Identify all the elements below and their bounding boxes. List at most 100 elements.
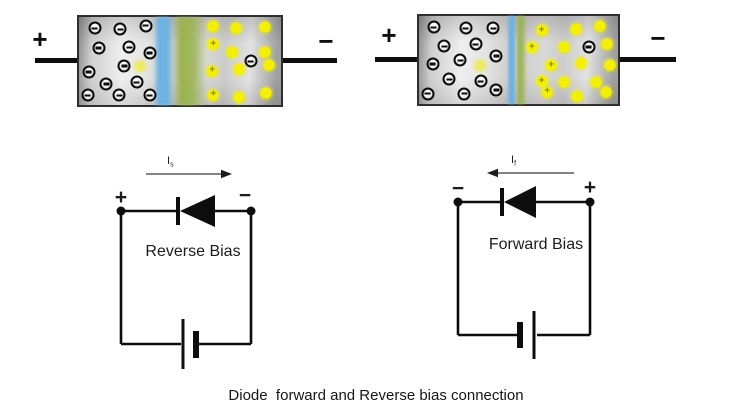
- electron-icon: [82, 65, 96, 79]
- hole-icon: [594, 20, 606, 32]
- electron-icon: [117, 59, 131, 73]
- hole-icon: [230, 22, 242, 34]
- minus-bar: [95, 46, 102, 50]
- minus-bar: [490, 27, 497, 30]
- junction2-right-lead-wire: [620, 57, 676, 62]
- hole-icon: [207, 20, 219, 32]
- hole-icon: [590, 76, 601, 88]
- current-arrow-head: [221, 169, 232, 179]
- hole-icon: +: [541, 85, 553, 98]
- electron-icon: [426, 57, 440, 71]
- minus-bar: [126, 46, 133, 49]
- minus-bar: [585, 45, 592, 49]
- electron-icon: [469, 37, 483, 51]
- electron-icon: [139, 19, 153, 33]
- plus-mark: +: [538, 75, 545, 87]
- electron-icon: [421, 87, 435, 101]
- electron-icon: [88, 21, 102, 35]
- depletion-blue-strip: [152, 17, 173, 105]
- electron-icon: [427, 20, 441, 34]
- hole-icon: +: [526, 41, 538, 53]
- minus-bar: [461, 92, 468, 95]
- electron-icon: [143, 88, 157, 102]
- charge-carriers: +++++: [419, 16, 618, 104]
- minus-bar: [85, 70, 92, 74]
- minus-bar: [462, 27, 469, 30]
- electron-icon: [112, 88, 126, 102]
- minus-bar: [146, 51, 153, 55]
- electron-icon: [486, 21, 500, 35]
- electron-icon: [99, 77, 113, 91]
- current-label: Is: [167, 155, 174, 169]
- minus-bar: [446, 78, 453, 81]
- hole-icon: +: [536, 75, 548, 87]
- electron-icon: [143, 46, 157, 60]
- hole-icon: +: [206, 64, 218, 77]
- electron-icon: [474, 74, 488, 88]
- hole-icon: [575, 57, 587, 69]
- minus-bar: [121, 64, 128, 68]
- electron-icon: [489, 49, 503, 63]
- plus-mark: +: [210, 88, 217, 100]
- plus-mark: +: [528, 41, 535, 53]
- reverse-bias-circuit: Is + − Reverse Bias: [115, 155, 256, 369]
- minus-bar: [430, 26, 437, 29]
- electron-icon: [459, 21, 473, 35]
- circuit-minus-terminal: −: [239, 184, 251, 207]
- hole-icon: [474, 59, 486, 71]
- junction-right-lead-wire: [283, 58, 337, 63]
- electron-icon: [489, 83, 503, 97]
- hole-icon: [558, 76, 570, 88]
- minus-bar: [493, 88, 500, 92]
- minus-bar: [424, 92, 431, 95]
- junction-left-lead-wire: [35, 58, 77, 63]
- pn-junction-box-reverse: + + +: [77, 15, 283, 107]
- minus-bar: [116, 94, 123, 97]
- minus-bar: [477, 80, 484, 83]
- hole-icon: +: [207, 38, 219, 50]
- minus-bar: [146, 94, 153, 97]
- plus-mark: +: [548, 59, 555, 71]
- hole-icon: +: [545, 59, 557, 71]
- electron-icon: [453, 53, 467, 67]
- minus-bar: [472, 43, 479, 46]
- hole-icon: [570, 23, 582, 35]
- depletion-green-strip: [515, 16, 528, 104]
- electron-icon: [244, 54, 258, 68]
- figure-caption: Diode forward and Reverse bias connectio…: [228, 387, 524, 404]
- current-arrow-head: [487, 168, 498, 178]
- hole-icon: [233, 63, 245, 75]
- pn-junction-box-forward: +++++: [417, 14, 620, 106]
- hole-icon: [604, 59, 616, 71]
- current-label: If: [511, 154, 516, 168]
- minus-bar: [247, 60, 254, 63]
- electron-icon: [113, 22, 127, 36]
- plus-mark: +: [209, 64, 216, 76]
- plus-mark: +: [210, 38, 217, 50]
- minus-bar: [117, 28, 124, 31]
- electron-icon: [130, 75, 144, 89]
- hole-icon: [601, 38, 613, 50]
- junction-right-minus-terminal: −: [318, 26, 334, 56]
- junction2-left-plus-terminal: +: [381, 20, 397, 50]
- depletion-blue-strip: [506, 16, 516, 104]
- diode-triangle: [504, 186, 536, 218]
- hole-icon: +: [536, 24, 548, 36]
- circuit-plus-terminal: +: [584, 176, 596, 199]
- hole-icon: [134, 60, 146, 72]
- hole-icon: [558, 41, 570, 53]
- junction2-left-lead-wire: [375, 57, 417, 62]
- electron-icon: [457, 87, 471, 101]
- plus-mark: +: [538, 24, 545, 36]
- plus-mark: +: [544, 85, 551, 97]
- minus-bar: [429, 62, 436, 66]
- hole-icon: [259, 46, 271, 58]
- depletion-green-strip: [172, 17, 208, 105]
- bias-label: Reverse Bias: [145, 243, 240, 260]
- minus-bar: [441, 45, 448, 48]
- electron-icon: [442, 72, 456, 86]
- junction2-right-minus-terminal: −: [650, 23, 666, 53]
- hole-icon: [263, 59, 275, 71]
- electron-icon: [582, 40, 596, 54]
